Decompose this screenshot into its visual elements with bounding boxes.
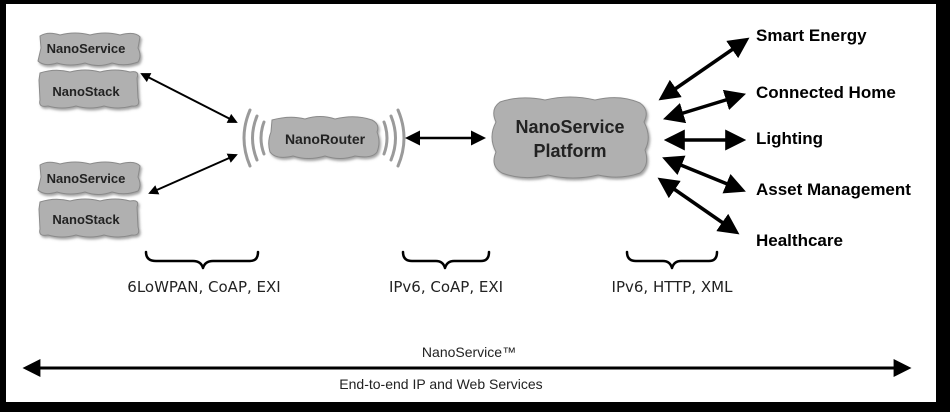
sensor1-service-label: NanoService (47, 41, 126, 56)
app-smart-energy: Smart Energy (756, 26, 867, 45)
arrow-healthcare (657, 177, 740, 235)
nanoservice-blob-2 (37, 161, 141, 195)
platform-label-line1: NanoService (515, 117, 624, 137)
sensor-node-2: NanoService NanoStack (37, 161, 141, 238)
diagram-panel (6, 4, 936, 402)
app-asset-management: Asset Management (756, 180, 911, 199)
wireless-signal-icon (242, 108, 406, 168)
app-lighting: Lighting (756, 129, 823, 148)
platform-label-line2: Platform (533, 141, 606, 161)
app-connected-home: Connected Home (756, 83, 896, 102)
sensor-node-1: NanoService NanoStack (37, 32, 141, 109)
arrow-sensor1-router (140, 73, 238, 123)
nanorouter-blob (268, 116, 380, 159)
protocol-middle-label: IPv6, CoAP, EXI (389, 278, 503, 296)
protocol-braces (144, 250, 719, 270)
footer-title: NanoService™ (422, 344, 516, 360)
protocol-right-label: IPv6, HTTP, XML (612, 278, 734, 296)
platform-node: NanoService Platform (491, 96, 649, 179)
sensor1-stack-label: NanoStack (52, 84, 120, 99)
nanoservice-blob-1 (37, 32, 141, 66)
protocol-left-label: 6LoWPAN, CoAP, EXI (127, 278, 280, 296)
brace-middle (401, 250, 491, 270)
nanostack-blob-1 (38, 69, 140, 109)
sensor2-stack-label: NanoStack (52, 212, 120, 227)
app-healthcare: Healthcare (756, 231, 843, 250)
arrow-asset-management (662, 155, 746, 194)
arrow-smart-energy (658, 37, 750, 101)
platform-blob (491, 96, 649, 179)
router-label: NanoRouter (285, 131, 366, 147)
footer-subtitle: End-to-end IP and Web Services (339, 376, 542, 392)
arrow-sensor2-router (148, 153, 238, 195)
arrow-connected-home (662, 89, 747, 124)
sensor2-service-label: NanoService (47, 171, 126, 186)
brace-right (625, 250, 719, 270)
nanostack-blob-2 (38, 198, 140, 238)
application-arrows (657, 37, 750, 235)
router-node: NanoRouter (242, 108, 406, 168)
brace-left (144, 250, 260, 270)
